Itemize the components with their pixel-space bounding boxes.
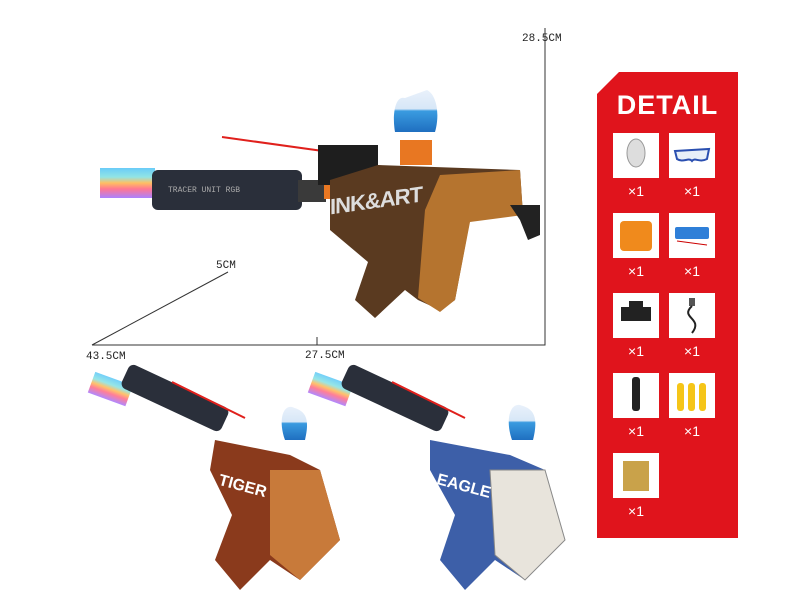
barrel-print-text: TRACER UNIT RGB bbox=[168, 186, 241, 195]
item-quantity: ×1 bbox=[684, 263, 700, 279]
foam-darts-icon bbox=[677, 383, 706, 411]
foam-darts-item bbox=[669, 373, 715, 418]
tracer-barrel-item bbox=[613, 373, 659, 418]
ammo-bottle-icon bbox=[626, 138, 646, 168]
item-quantity: ×1 bbox=[628, 183, 644, 199]
item-quantity: ×1 bbox=[628, 503, 644, 519]
goggles-icon bbox=[673, 147, 711, 163]
goggles-item bbox=[669, 133, 715, 178]
usb-cable-item bbox=[669, 293, 715, 338]
hopper-adapter-icon bbox=[620, 221, 652, 251]
item-quantity: ×1 bbox=[628, 343, 644, 359]
scope-sight-item bbox=[613, 293, 659, 338]
tracer-barrel-icon bbox=[632, 377, 640, 411]
length-dimension-label: 43.5CM bbox=[86, 351, 126, 363]
variant-gun-tiger bbox=[87, 364, 340, 590]
detail-panel: DETAIL ×1 ×1 ×1 ×1 ×1 ×1 ×1 ×1 ×1 bbox=[597, 72, 738, 538]
scope-sight-icon bbox=[621, 301, 651, 321]
gel-ball-pack-item bbox=[613, 453, 659, 498]
battery-item bbox=[669, 213, 715, 258]
item-quantity: ×1 bbox=[684, 183, 700, 199]
gel-ball-pack-icon bbox=[623, 461, 649, 491]
ammo-bottle-item bbox=[613, 133, 659, 178]
height-dimension-label: 28.5CM bbox=[522, 33, 562, 45]
variant-gun-eagle bbox=[307, 364, 566, 590]
item-quantity: ×1 bbox=[628, 263, 644, 279]
item-quantity: ×1 bbox=[684, 423, 700, 439]
hopper-adapter-item bbox=[613, 213, 659, 258]
grip-dimension-label: 27.5CM bbox=[305, 350, 345, 362]
usb-cable-icon bbox=[687, 298, 697, 334]
battery-icon bbox=[675, 227, 709, 246]
depth-dimension-label: 5CM bbox=[216, 260, 236, 272]
dimension-lines bbox=[91, 28, 546, 346]
detail-title: DETAIL bbox=[616, 90, 719, 120]
main-gun bbox=[100, 90, 540, 318]
item-quantity: ×1 bbox=[628, 423, 644, 439]
item-quantity: ×1 bbox=[684, 343, 700, 359]
